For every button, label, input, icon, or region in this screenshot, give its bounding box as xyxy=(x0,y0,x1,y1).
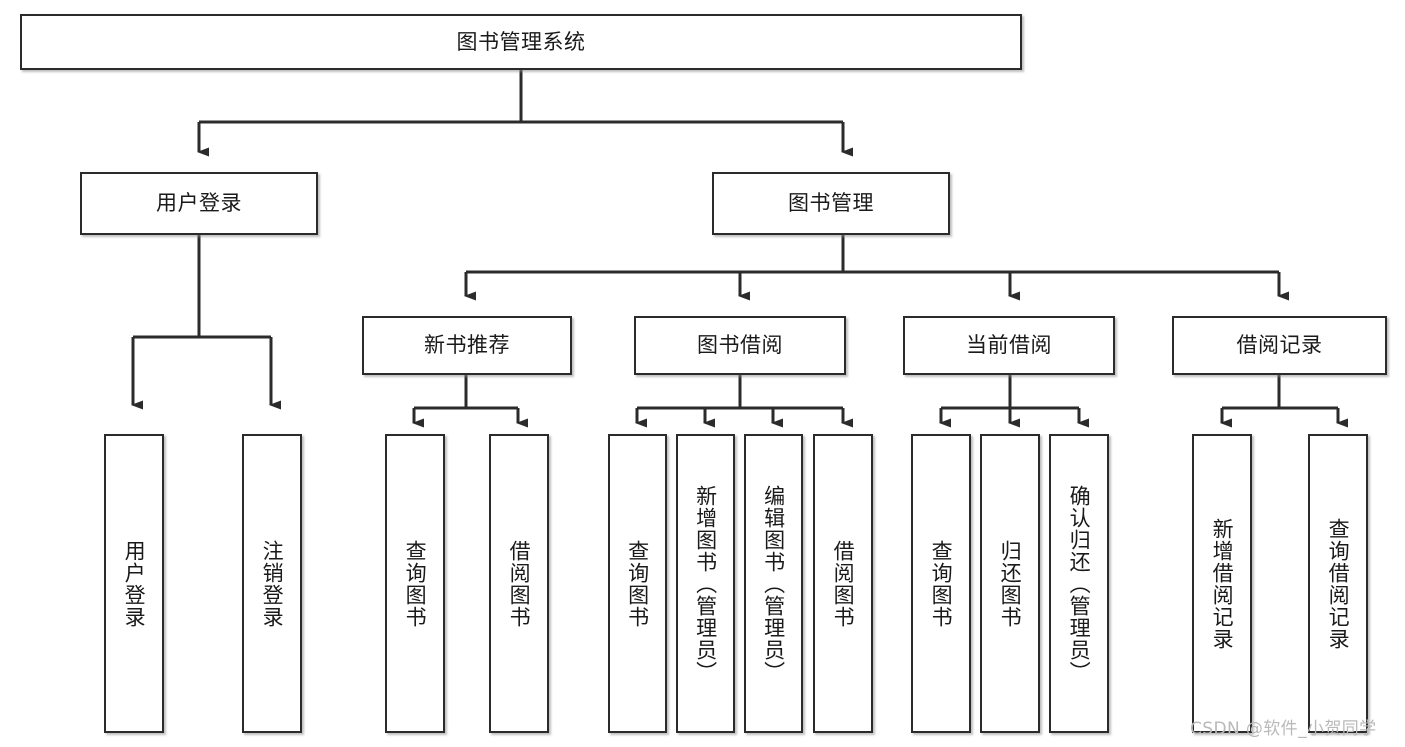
leaf-book-borrow-1[interactable]: 查询图书 xyxy=(608,434,667,733)
node-book-management[interactable]: 图书管理 xyxy=(712,172,950,235)
leaf-user-login-2[interactable]: 注销登录 xyxy=(242,434,302,733)
node-book-management-label: 图书管理 xyxy=(788,191,874,216)
leaf-book-borrow-1-label: 查询图书 xyxy=(625,539,650,628)
leaf-new-book-2-label: 借阅图书 xyxy=(507,539,532,628)
leaf-user-login-1-label: 用户登录 xyxy=(122,539,147,628)
node-borrow-records-label: 借阅记录 xyxy=(1236,333,1323,358)
leaf-borrow-record-1[interactable]: 新增借阅记录 xyxy=(1192,434,1252,733)
node-book-borrow-label: 图书借阅 xyxy=(697,333,783,358)
leaf-user-login-1[interactable]: 用户登录 xyxy=(104,434,164,733)
leaf-book-borrow-4[interactable]: 借阅图书 xyxy=(813,434,873,733)
leaf-book-borrow-3[interactable]: 编辑图书（管理员） xyxy=(744,434,803,733)
node-current-borrow-label: 当前借阅 xyxy=(966,333,1052,358)
node-book-borrow[interactable]: 图书借阅 xyxy=(634,316,846,375)
leaf-book-borrow-3-label: 编辑图书（管理员） xyxy=(761,484,786,683)
leaf-borrow-record-2-label: 查询借阅记录 xyxy=(1326,517,1351,650)
leaf-book-borrow-4-label: 借阅图书 xyxy=(831,539,856,628)
node-new-book-recommend[interactable]: 新书推荐 xyxy=(362,316,572,375)
node-root-label: 图书管理系统 xyxy=(456,29,586,54)
node-user-login[interactable]: 用户登录 xyxy=(80,172,318,235)
leaf-current-borrow-2[interactable]: 归还图书 xyxy=(980,434,1040,733)
leaf-current-borrow-3-label: 确认归还（管理员） xyxy=(1067,484,1092,683)
leaf-borrow-record-1-label: 新增借阅记录 xyxy=(1210,517,1235,650)
node-borrow-records[interactable]: 借阅记录 xyxy=(1172,316,1387,375)
leaf-new-book-1[interactable]: 查询图书 xyxy=(385,434,445,733)
leaf-book-borrow-2[interactable]: 新增图书（管理员） xyxy=(676,434,735,733)
node-current-borrow[interactable]: 当前借阅 xyxy=(903,316,1115,375)
leaf-current-borrow-3[interactable]: 确认归还（管理员） xyxy=(1049,434,1109,733)
leaf-current-borrow-1-label: 查询图书 xyxy=(929,539,954,628)
leaf-user-login-2-label: 注销登录 xyxy=(260,539,285,628)
leaf-current-borrow-2-label: 归还图书 xyxy=(998,539,1023,628)
node-new-book-recommend-label: 新书推荐 xyxy=(424,333,510,358)
leaf-new-book-2[interactable]: 借阅图书 xyxy=(489,434,549,733)
node-root[interactable]: 图书管理系统 xyxy=(20,14,1022,70)
leaf-borrow-record-2[interactable]: 查询借阅记录 xyxy=(1308,434,1368,733)
leaf-book-borrow-2-label: 新增图书（管理员） xyxy=(693,484,718,683)
leaf-current-borrow-1[interactable]: 查询图书 xyxy=(911,434,971,733)
node-user-login-label: 用户登录 xyxy=(156,191,242,216)
leaf-new-book-1-label: 查询图书 xyxy=(403,539,428,628)
csdn-watermark: CSDN @软件_小贺同学 xyxy=(1190,719,1377,739)
